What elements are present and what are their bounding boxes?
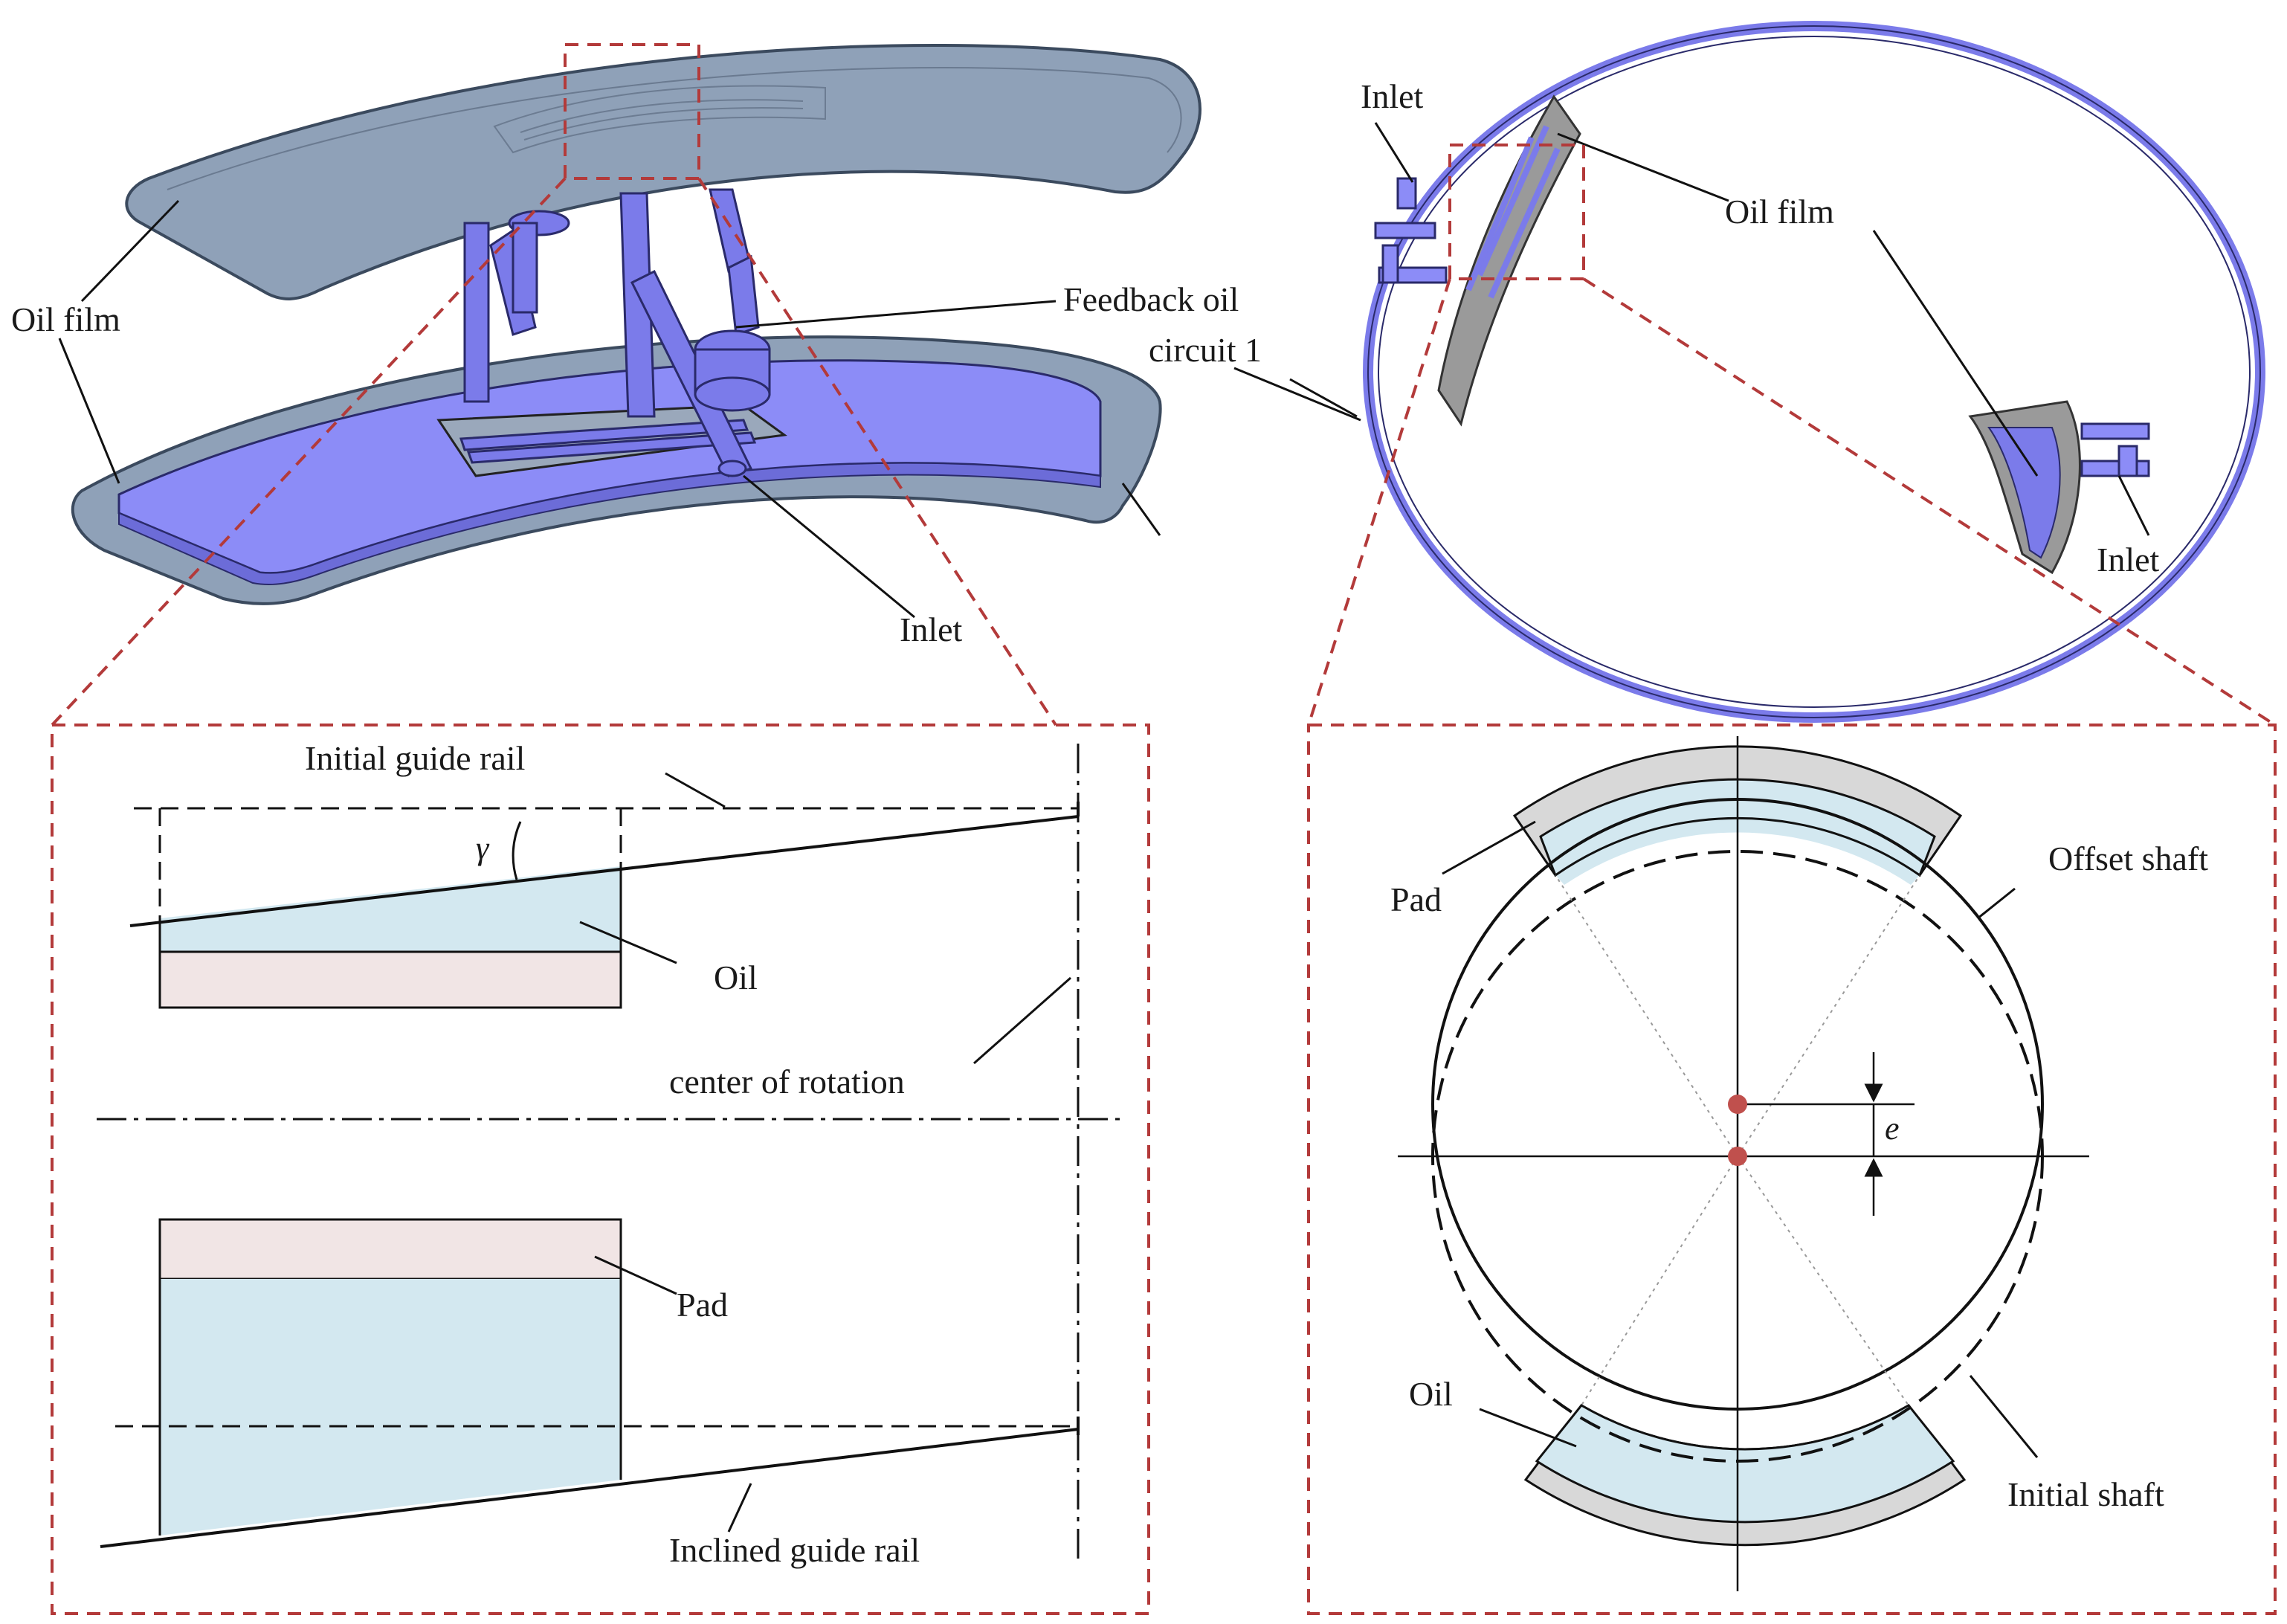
- label-oil-br: Oil: [1409, 1375, 1453, 1413]
- label-oil-film-ring: Oil film: [1725, 193, 1834, 231]
- label-pad-br: Pad: [1390, 880, 1442, 918]
- upper-pad: [158, 950, 622, 1009]
- label-offset-shaft: Offset shaft: [2048, 840, 2208, 877]
- top-oil: [1555, 818, 1920, 885]
- label-pad-bl: Pad: [677, 1286, 728, 1324]
- upper-oil-film: [125, 43, 1201, 300]
- top-left-assembly: [71, 43, 1201, 605]
- panel-bottom-left: [51, 724, 1150, 1615]
- label-inclined-guide-rail: Inclined guide rail: [669, 1531, 920, 1569]
- bottom-right-leaders: [1442, 820, 2039, 1458]
- label-gamma: γ: [476, 830, 490, 866]
- label-center-of-rotation: center of rotation: [669, 1063, 905, 1101]
- label-oil-film-left: Oil film: [11, 300, 120, 338]
- lower-oil-block: [160, 1279, 621, 1536]
- label-oil-bl: Oil: [714, 958, 758, 996]
- upper-oil-wedge: [160, 866, 621, 952]
- feedback-pipes: [463, 188, 771, 477]
- label-feedback-line2: circuit 1: [1149, 331, 1262, 369]
- label-initial-guide-rail: Initial guide rail: [305, 739, 525, 777]
- bottom-left-leaders: [579, 772, 1071, 1533]
- upper-film-pocket: [493, 85, 826, 154]
- top-right-leaders: [1289, 122, 2150, 536]
- label-initial-shaft: Initial shaft: [2007, 1475, 2164, 1513]
- top-right-ring: [1363, 21, 2265, 723]
- label-inlet-left: Inlet: [900, 610, 963, 648]
- label-e: e: [1885, 1110, 1900, 1147]
- label-inlet-ring-right: Inlet: [2097, 541, 2160, 579]
- label-feedback-line1: Feedback oil: [1063, 280, 1239, 318]
- label-inlet-ring-left: Inlet: [1361, 77, 1424, 115]
- bottom-oil: [1535, 1404, 1955, 1524]
- zoom-box-left: [564, 43, 700, 180]
- zoom-box-right: [1448, 144, 1585, 280]
- top-left-leaders: [58, 199, 1361, 619]
- initial-center-dot: [1728, 1147, 1747, 1166]
- lower-pad: [158, 1218, 622, 1280]
- panel-bottom-right: [1307, 724, 2277, 1615]
- offset-center-dot: [1728, 1095, 1747, 1114]
